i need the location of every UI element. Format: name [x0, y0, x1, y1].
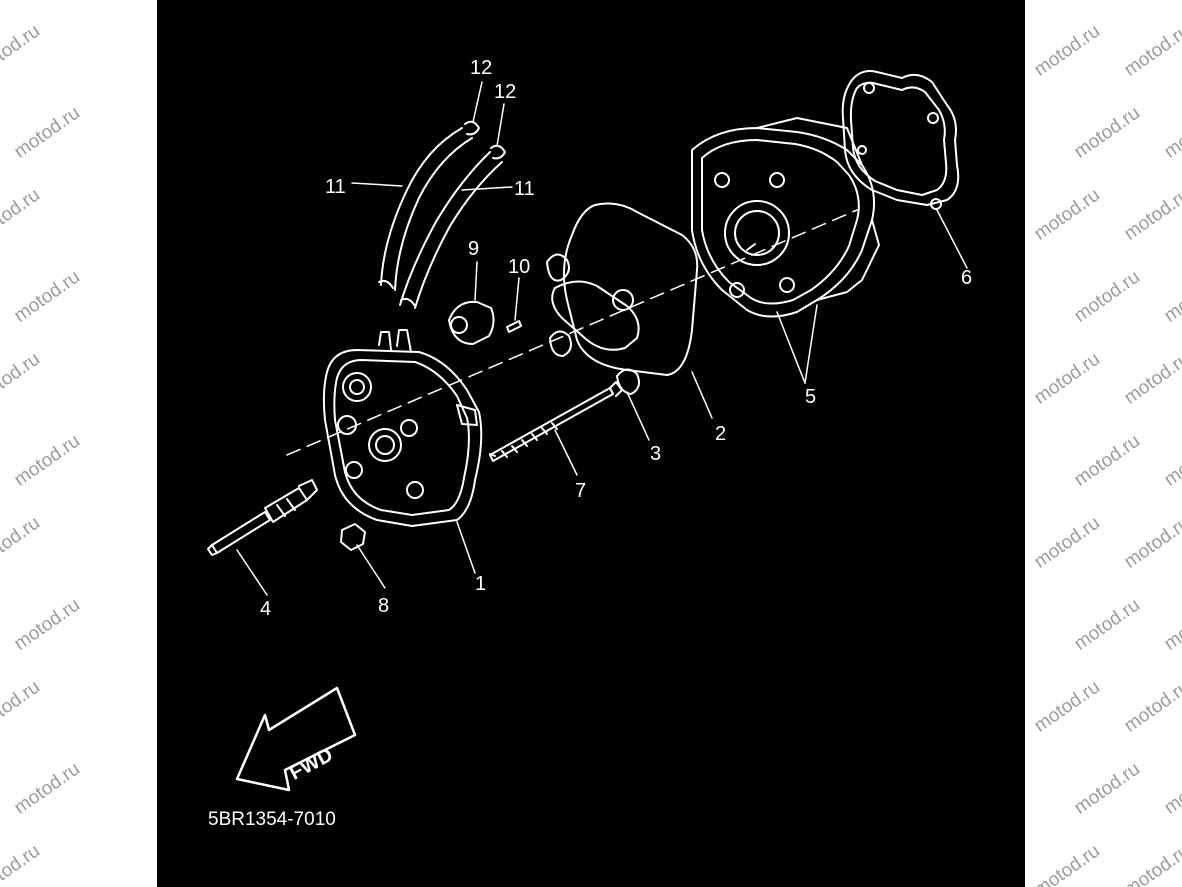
callout-11-b: 11	[514, 178, 535, 200]
callout-6: 6	[961, 267, 972, 289]
watermark-text: motod.ru	[1120, 184, 1182, 245]
watermark-text: motod.ru	[0, 20, 44, 81]
callout-labels: 12 12 11 11 9 10 6 5 2 3 7 1 8 4 FWD	[260, 57, 972, 785]
callout-10: 10	[508, 256, 530, 278]
watermark-text: motod.ru	[1070, 102, 1144, 163]
watermark-text: motod.ru	[1070, 266, 1144, 327]
callout-7: 7	[575, 480, 586, 502]
watermark-text: motod.ru	[1030, 840, 1104, 887]
watermark-text: motod.ru	[0, 840, 44, 887]
watermark-text: motod.ru	[1030, 20, 1104, 81]
watermark-text: motod.ru	[10, 430, 84, 491]
callout-8: 8	[378, 595, 389, 617]
cylinder-part-5	[691, 117, 880, 318]
watermark-text: motod.ru	[1120, 676, 1182, 737]
callout-11-a: 11	[325, 176, 346, 198]
cylinder-head-part-1	[322, 329, 483, 527]
callout-2: 2	[715, 423, 726, 445]
watermark-text: motod.ru	[0, 348, 44, 409]
spark-plug-part-4	[207, 479, 318, 556]
watermark-text: motod.ru	[1030, 184, 1104, 245]
exploded-parts-diagram: 12 12 11 11 9 10 6 5 2 3 7 1 8 4 FWD	[207, 57, 972, 792]
watermark-text: motod.ru	[1070, 594, 1144, 655]
stud-bolt-part-7	[489, 381, 623, 462]
watermark-text: motod.ru	[1120, 512, 1182, 573]
watermark-text: motod.ru	[1160, 102, 1182, 163]
bolt-part-10	[506, 320, 522, 333]
thermostat-part-9	[448, 300, 495, 345]
watermark-text: motod.ru	[1160, 594, 1182, 655]
watermark-text: motod.ru	[1160, 266, 1182, 327]
fwd-label: FWD	[286, 744, 337, 785]
clamp-part-12	[378, 120, 506, 307]
watermark-text: motod.ru	[10, 758, 84, 819]
watermark-text: motod.ru	[1120, 20, 1182, 81]
watermark-text: motod.ru	[1120, 840, 1182, 887]
fwd-direction-arrow	[235, 686, 357, 792]
hose-part-11-left	[380, 127, 473, 291]
callout-9: 9	[468, 238, 479, 260]
callout-12-b: 12	[494, 81, 516, 103]
watermark-text: motod.ru	[0, 676, 44, 737]
hose-part-11-right	[399, 151, 503, 309]
watermark-text: motod.ru	[10, 594, 84, 655]
diagram-panel: 12 12 11 11 9 10 6 5 2 3 7 1 8 4 FWD 5BR…	[157, 0, 1025, 887]
center-axis-line	[286, 209, 858, 456]
nut-part-8	[340, 523, 366, 551]
watermark-text: motod.ru	[0, 512, 44, 573]
callout-3: 3	[650, 443, 661, 465]
callout-12-a: 12	[470, 57, 492, 79]
watermark-text: motod.ru	[10, 266, 84, 327]
gasket-part-6	[841, 70, 960, 210]
watermark-text: motod.ru	[10, 102, 84, 163]
watermark-text: motod.ru	[1070, 758, 1144, 819]
watermark-text: motod.ru	[1030, 348, 1104, 409]
watermark-text: motod.ru	[1030, 512, 1104, 573]
watermark-text: motod.ru	[1160, 758, 1182, 819]
catalog-code: 5BR1354-7010	[208, 809, 336, 830]
callout-5: 5	[805, 386, 816, 408]
callout-4: 4	[260, 598, 271, 620]
watermark-text: motod.ru	[1160, 430, 1182, 491]
leader-lines	[236, 81, 968, 596]
watermark-text: motod.ru	[0, 184, 44, 245]
watermark-text: motod.ru	[1070, 430, 1144, 491]
callout-1: 1	[475, 573, 486, 595]
watermark-text: motod.ru	[1030, 676, 1104, 737]
watermark-text: motod.ru	[1120, 348, 1182, 409]
head-gasket-part-2	[563, 202, 699, 376]
